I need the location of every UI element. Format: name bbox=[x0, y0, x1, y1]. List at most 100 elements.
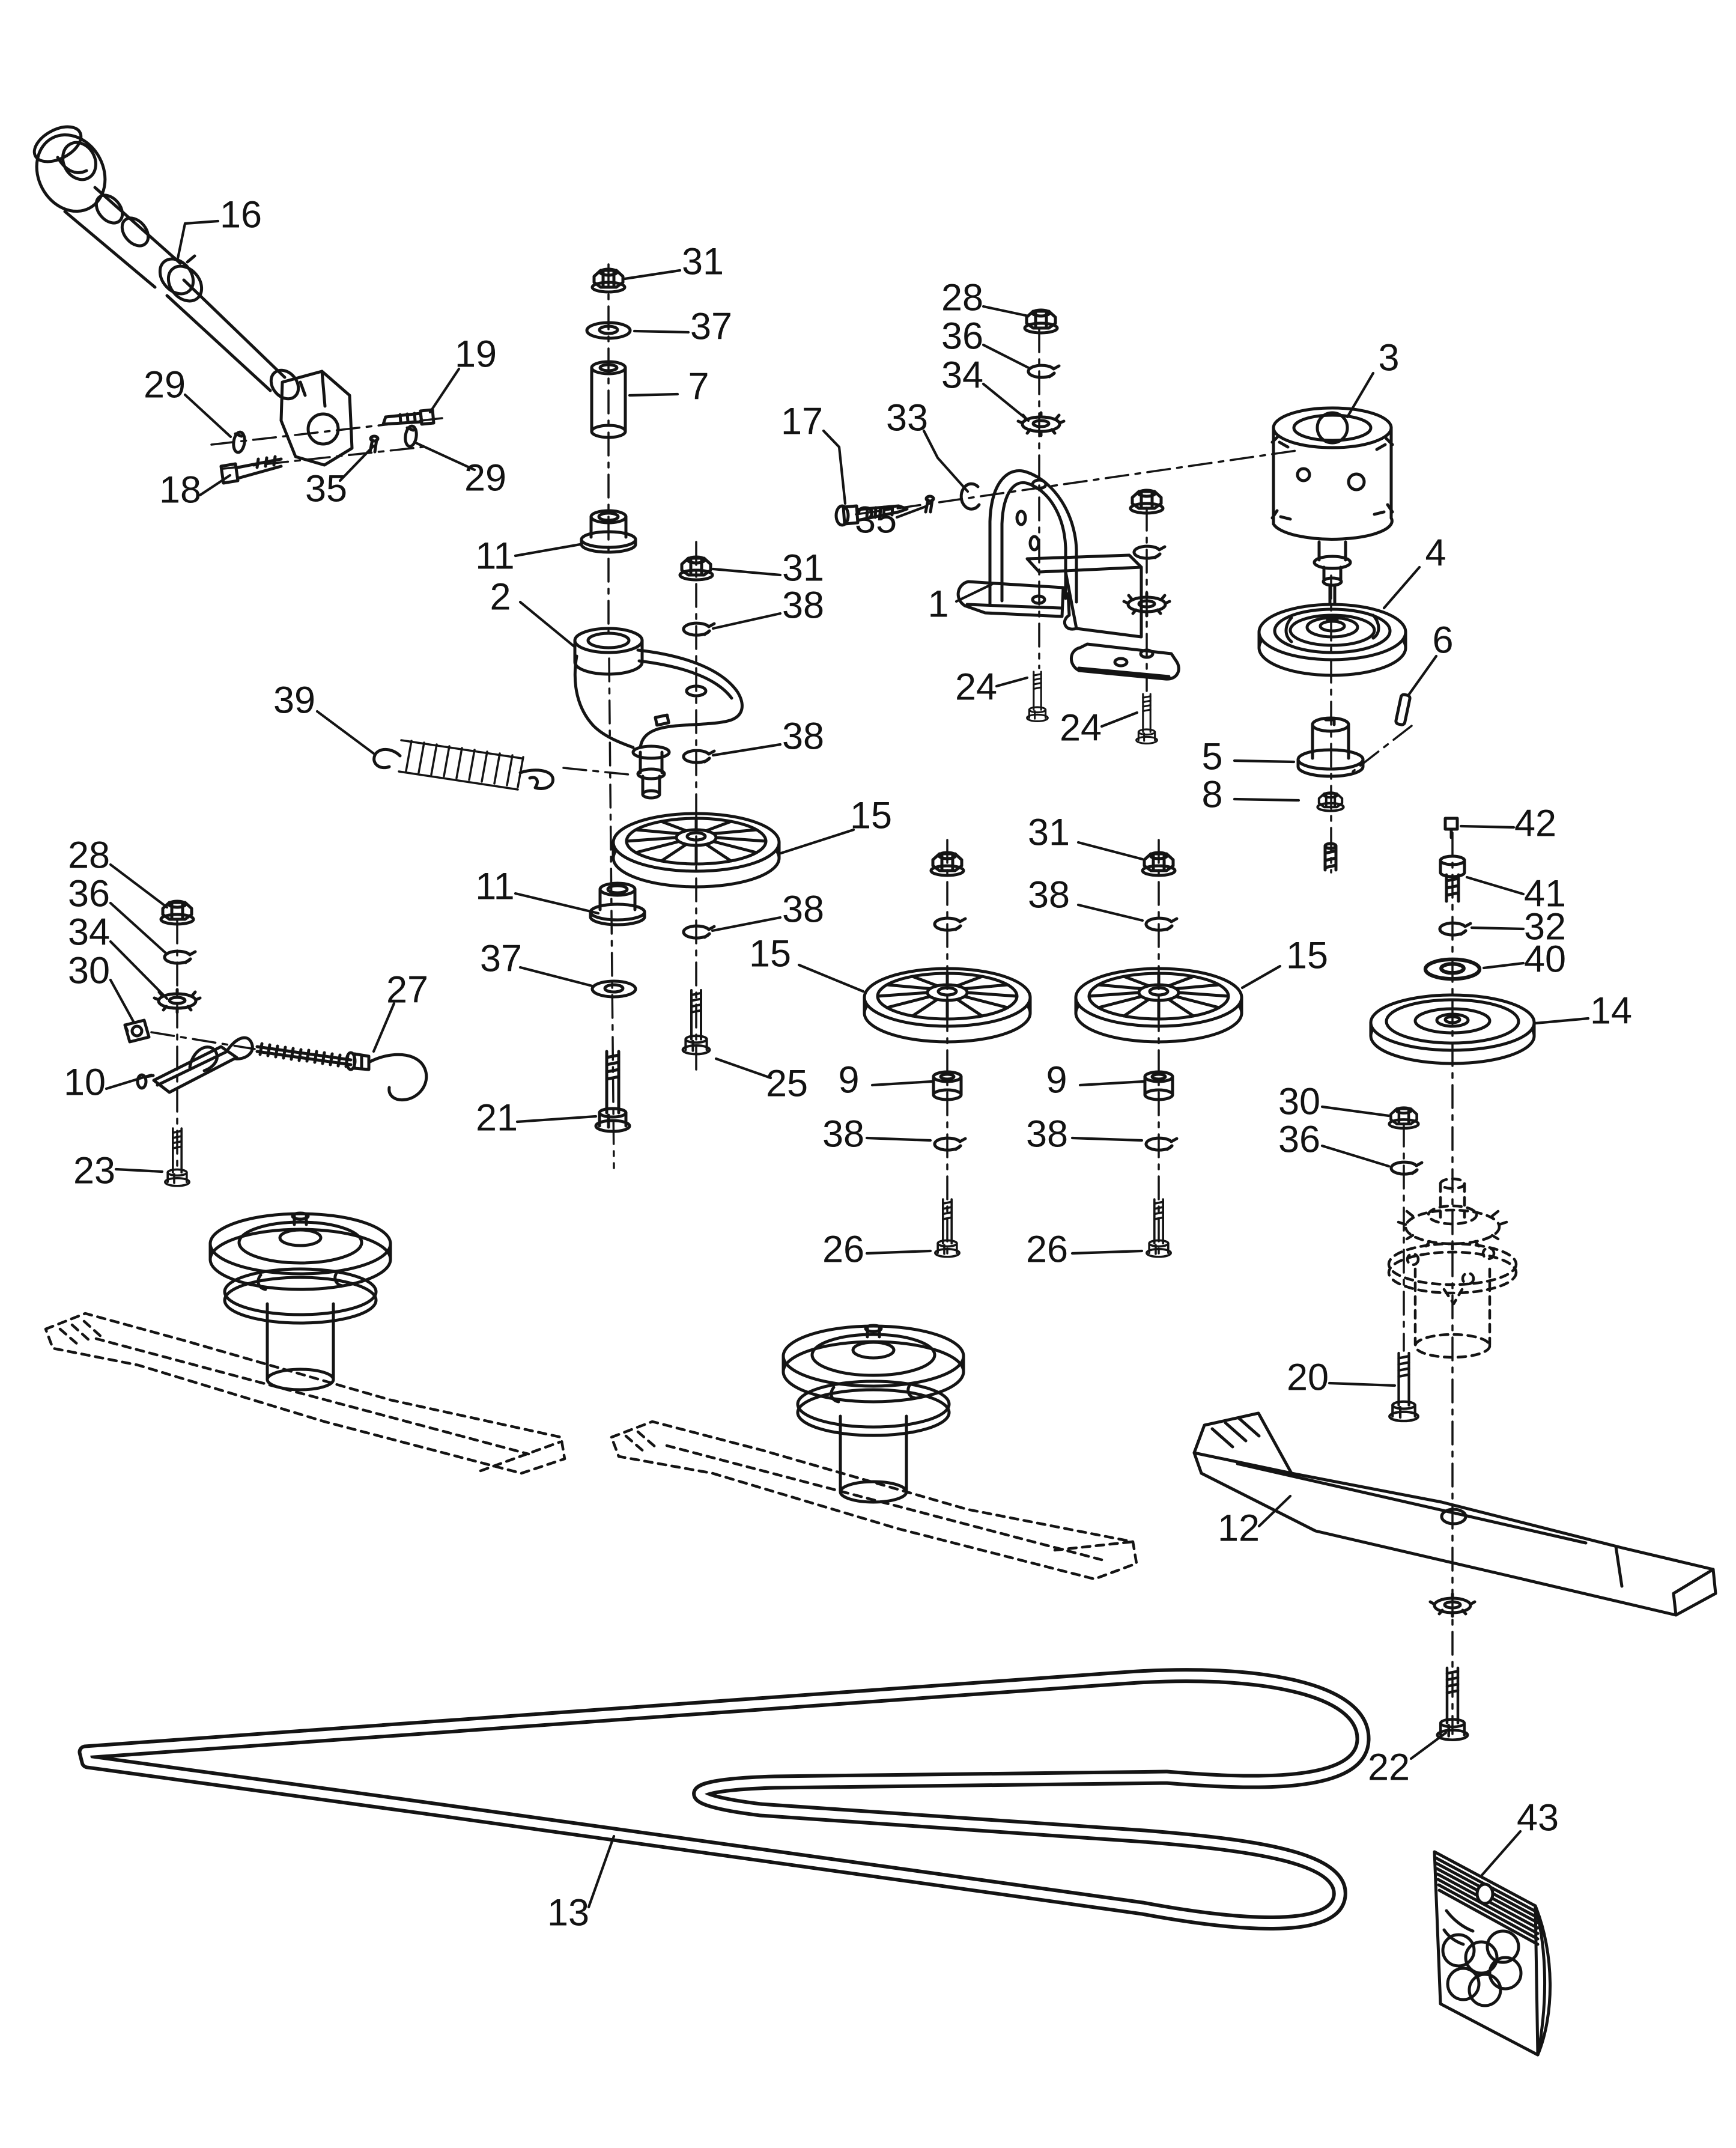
callout-14-1: 14 bbox=[1590, 990, 1632, 1032]
set-pin-42 bbox=[1443, 817, 1459, 839]
square-nut-30 bbox=[123, 1018, 151, 1044]
callout-10-1: 10 bbox=[64, 1062, 106, 1104]
washer-38-f bbox=[1146, 1138, 1177, 1150]
leader-18-1 bbox=[198, 473, 232, 497]
washer-mid-left bbox=[935, 918, 965, 930]
bolt-20 bbox=[1389, 1353, 1418, 1421]
leader-31-1 bbox=[623, 269, 682, 281]
leader-31-3 bbox=[1076, 841, 1144, 861]
washer-37-b bbox=[592, 981, 636, 997]
lift-link-16 bbox=[32, 125, 354, 467]
leader-7-1 bbox=[628, 392, 679, 397]
leader-15-1 bbox=[779, 828, 855, 855]
leader-34-2 bbox=[109, 940, 169, 1000]
callout-30-1: 30 bbox=[68, 950, 110, 992]
deck-belt-13 bbox=[77, 1668, 1371, 1930]
leader-39-1 bbox=[315, 710, 375, 755]
washer-34-a bbox=[1018, 413, 1064, 436]
leader-17-1 bbox=[822, 429, 847, 505]
leader-6-1 bbox=[1406, 654, 1438, 698]
leader-1-1 bbox=[954, 582, 994, 603]
callout-37-1: 37 bbox=[690, 306, 732, 348]
callout-13-1: 13 bbox=[547, 1892, 589, 1934]
callout-1-1: 1 bbox=[927, 583, 948, 625]
callout-17-1: 17 bbox=[781, 401, 823, 443]
idler-arm-stud bbox=[631, 744, 671, 800]
bushing-11-b bbox=[590, 883, 645, 925]
callout-27-1: 27 bbox=[386, 969, 428, 1011]
tension-spring-39 bbox=[372, 739, 555, 791]
leader-28-2 bbox=[109, 863, 169, 909]
leader-30-1 bbox=[109, 978, 135, 1023]
callout-15-1: 15 bbox=[850, 795, 892, 837]
pto-clutch-pulley-4 bbox=[1257, 603, 1407, 677]
leader-35-1 bbox=[338, 444, 375, 482]
callout-4-1: 4 bbox=[1425, 532, 1446, 574]
callout-26-1: 26 bbox=[822, 1229, 864, 1271]
leader-19-1 bbox=[428, 367, 461, 414]
callout-38-3: 38 bbox=[782, 889, 824, 931]
leader-24-2 bbox=[1100, 711, 1139, 728]
washer-38-a bbox=[684, 623, 714, 635]
leader-38-1 bbox=[711, 612, 782, 630]
leader-9-2 bbox=[1078, 1080, 1145, 1087]
callout-39-1: 39 bbox=[273, 680, 315, 722]
callout-29-1: 29 bbox=[144, 364, 186, 406]
pin-35-b bbox=[924, 494, 935, 514]
o-rings bbox=[1441, 1929, 1523, 2007]
callout-26-2: 26 bbox=[1026, 1229, 1068, 1271]
callout-15-3: 15 bbox=[1286, 935, 1328, 977]
callout-35-2: 35 bbox=[855, 499, 897, 541]
clip-33 bbox=[959, 482, 981, 511]
leader-29-2 bbox=[413, 440, 476, 472]
nut-28-a bbox=[1025, 310, 1057, 333]
leader-43-1 bbox=[1480, 1830, 1522, 1878]
leader-42-1 bbox=[1459, 824, 1516, 829]
callout-35-1: 35 bbox=[305, 468, 347, 510]
leader-11-2 bbox=[514, 892, 600, 915]
callout-15-2: 15 bbox=[749, 933, 791, 975]
leader-41-1 bbox=[1465, 875, 1525, 896]
callout-30-2: 30 bbox=[1278, 1081, 1320, 1123]
callout-25-1: 25 bbox=[766, 1063, 808, 1105]
gearbox-3 bbox=[1270, 406, 1394, 622]
callout-19-1: 19 bbox=[455, 333, 497, 376]
callout-37-2: 37 bbox=[480, 938, 522, 980]
leader-37-1 bbox=[633, 329, 690, 334]
washer-bracket-right-1 bbox=[1134, 546, 1165, 558]
leader-27-1 bbox=[372, 1002, 396, 1053]
leader-12-1 bbox=[1257, 1494, 1292, 1528]
callout-24-2: 24 bbox=[1060, 707, 1102, 749]
leader-34-1 bbox=[982, 382, 1030, 422]
leader-8-1 bbox=[1233, 797, 1300, 802]
belt-guide-assembly-left bbox=[123, 901, 428, 1187]
leader-36-3 bbox=[1320, 1144, 1391, 1168]
arm-pivot-lower bbox=[590, 883, 645, 1131]
leader-15-3 bbox=[1240, 964, 1282, 990]
leader-38-3 bbox=[711, 916, 782, 933]
leader-25-1 bbox=[714, 1057, 772, 1080]
callout-34-2: 34 bbox=[68, 911, 110, 954]
callout-38-6: 38 bbox=[1026, 1113, 1068, 1155]
callout-23-1: 23 bbox=[73, 1150, 115, 1192]
callout-36-3: 36 bbox=[1278, 1119, 1320, 1161]
callout-29-2: 29 bbox=[464, 457, 506, 499]
leader-29-1 bbox=[183, 393, 232, 439]
leader-21-1 bbox=[515, 1115, 598, 1124]
washer-29-right bbox=[404, 424, 418, 448]
leader-10-1 bbox=[105, 1073, 153, 1091]
callout-34-1: 34 bbox=[941, 354, 983, 397]
leader-13-1 bbox=[587, 1834, 616, 1909]
callout-42-1: 42 bbox=[1514, 803, 1556, 845]
washer-38-e bbox=[935, 1138, 965, 1150]
callout-38-2: 38 bbox=[782, 716, 824, 758]
leader-31-2 bbox=[711, 567, 782, 577]
washer-38-c bbox=[684, 926, 714, 938]
callout-32-1: 32 bbox=[1524, 906, 1566, 948]
leader-30-2 bbox=[1320, 1105, 1391, 1118]
leader-26-2 bbox=[1070, 1249, 1144, 1255]
leader-2-1 bbox=[518, 600, 576, 648]
callout-9-1: 9 bbox=[838, 1059, 859, 1101]
leader-16-1 bbox=[176, 219, 220, 260]
callout-11-2: 11 bbox=[475, 866, 514, 908]
